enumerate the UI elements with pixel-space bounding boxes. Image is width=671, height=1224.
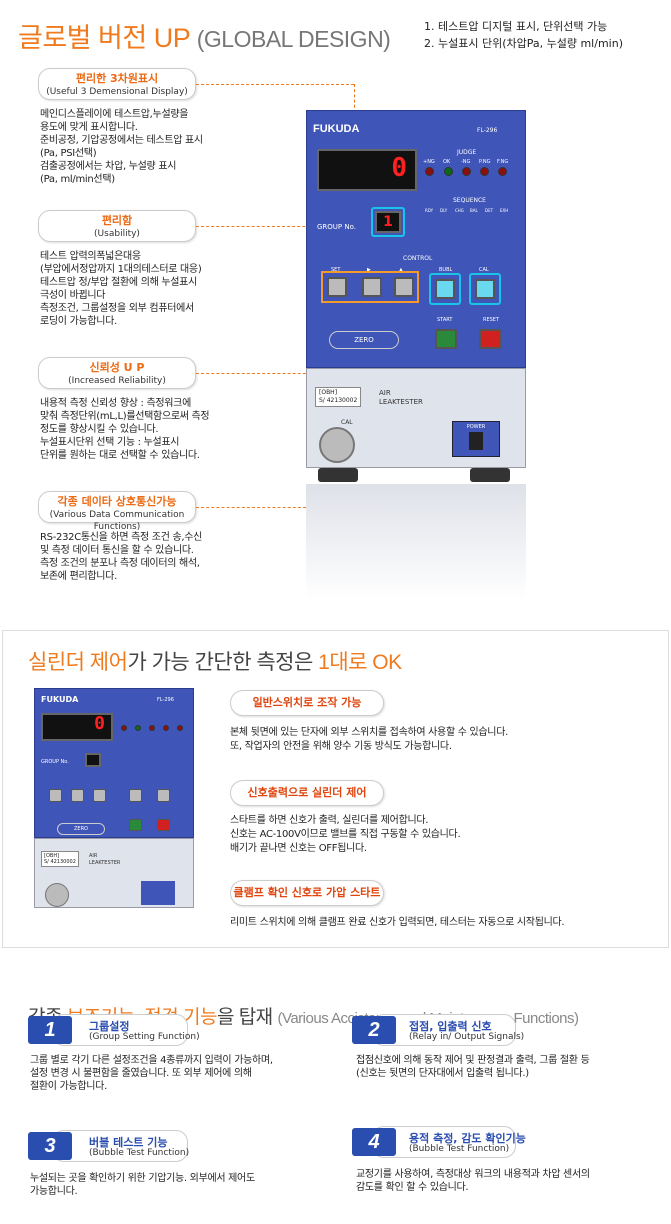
function-2-number: 2 — [352, 1016, 396, 1044]
small-main-display: 0 — [41, 713, 113, 741]
function-1-desc: 그룹 별로 각기 다른 설정조건을 4종류까지 입력이 가능하며,설정 변경 시… — [30, 1055, 273, 1092]
lamp-plus-ng — [425, 167, 434, 176]
start-button[interactable] — [435, 329, 457, 349]
leak-tester-front-panel: FUKUDA FL-296 0 JUDGE +NG OK -NG P.NG F.… — [306, 110, 526, 368]
bubble-button[interactable] — [435, 279, 455, 299]
model-label: FL-296 — [477, 127, 498, 134]
device-reflection — [306, 484, 526, 600]
header-notes: 1. 테스트압 디지털 표시, 단위선택 가능 2. 누설표시 단위(차압Pa,… — [424, 18, 623, 52]
function-3-pill: 버블 테스트 기능 (Bubble Test Function) — [52, 1130, 189, 1162]
zero-button[interactable]: ZERO — [329, 331, 399, 349]
cal-highlight — [469, 273, 501, 305]
feature-1-pill: 편리한 3차원표시 (Useful 3 Demensional Display) — [38, 68, 196, 100]
section2-item-2-title: 신호출력으로 실린더 제어 — [230, 780, 384, 806]
feature-3-pill: 신뢰성 U P (Increased Reliability) — [38, 357, 196, 389]
leader-4 — [196, 507, 306, 508]
device-foot-right — [470, 468, 510, 482]
reset-button[interactable] — [479, 329, 501, 349]
lamp-p-ng — [480, 167, 489, 176]
main-display: 0 — [317, 149, 417, 191]
cal-button[interactable] — [475, 279, 495, 299]
leader-3 — [196, 373, 316, 374]
lamp-ok — [444, 167, 453, 176]
note-1: 1. 테스트압 디지털 표시, 단위선택 가능 — [424, 20, 608, 33]
function-1-pill: 그룹설정 (Group Setting Function) — [52, 1014, 200, 1046]
function-2-pill: 접점, 입출력 신호 (Relay in/ Output Signals) — [372, 1014, 524, 1046]
set-button[interactable] — [327, 277, 347, 297]
cal-port-fitting — [319, 427, 355, 463]
group-display: 1 — [375, 211, 401, 233]
group-highlight — [371, 207, 405, 237]
small-group-display — [85, 753, 101, 767]
serial-label: [OBH]S/ 42130002 — [315, 387, 362, 407]
leader-2 — [196, 226, 371, 227]
function-4-pill: 용적 측정, 감도 확인기능 (Bubble Test Function) — [372, 1126, 526, 1158]
function-2-desc: 접점신호에 의해 동작 제어 및 판정결과 출력, 그룹 절환 등(신호는 뒷면… — [356, 1055, 590, 1079]
section2-item-2-desc: 스타트를 하면 신호가 출력, 실린더를 제어합니다.신호는 AC-100V이므… — [230, 815, 461, 854]
feature-2-pill: 편리함 (Usability) — [38, 210, 196, 242]
section2-item-3-desc: 리미트 스위치에 의해 클램프 완료 신호가 입력되면, 테스터는 자동으로 시… — [230, 917, 565, 928]
bubble-highlight — [429, 273, 461, 305]
function-3-number: 3 — [28, 1132, 72, 1160]
device-foot-left — [318, 468, 358, 482]
page-title: 글로벌 버전 UP (GLOBAL DESIGN) — [18, 23, 391, 53]
section2-item-3-title: 클램프 확인 신호로 가압 스타트 — [230, 880, 384, 906]
leak-tester-small-panel: FUKUDA FL-296 0 GROUP No. ZERO — [34, 688, 194, 838]
leader-1 — [196, 84, 354, 85]
section2-item-1-desc: 본체 뒷면에 있는 단자에 외부 스위치를 접속하여 사용할 수 있습니다.또,… — [230, 727, 508, 752]
lamp-minus-ng — [462, 167, 471, 176]
control-highlight — [321, 271, 419, 303]
section2-item-1-title: 일반스위치로 조작 가능 — [230, 690, 384, 716]
note-2: 2. 누설표시 단위(차압Pa, 누설량 ml/min) — [424, 37, 623, 50]
up-button[interactable] — [394, 277, 414, 297]
feature-2-desc: 테스트 압력의폭넓은대응(부압에서정압까지 1대의테스터로 대응)테스트압 정/… — [40, 251, 202, 327]
brand-logo: FUKUDA — [313, 123, 360, 135]
lamp-f-ng — [498, 167, 507, 176]
feature-4-pill: 각종 데이타 상호통신가능 (Various Data Communicatio… — [38, 491, 196, 532]
section2-title: 실린더 제어가 가능 간단한 측정은 1대로 OK — [28, 651, 402, 674]
right-button[interactable] — [362, 277, 382, 297]
power-switch[interactable]: POWER — [452, 421, 500, 457]
function-4-number: 4 — [352, 1128, 396, 1156]
function-1-number: 1 — [28, 1016, 72, 1044]
